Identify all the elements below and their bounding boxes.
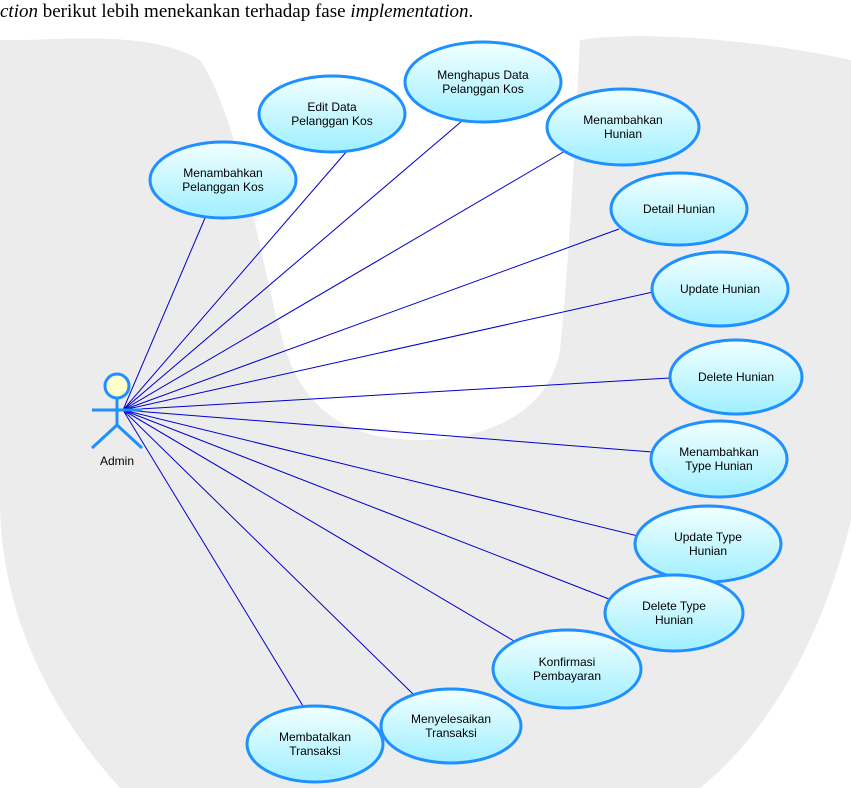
intro-italic-lead: ction	[0, 1, 38, 22]
association-line-edit-data-pelanggan-kos	[122, 150, 348, 411]
association-line-delete-hunian	[122, 377, 671, 411]
use-case-label: Hunian	[604, 127, 642, 141]
use-case-ellipse	[649, 419, 789, 499]
actor-admin: Admin	[90, 372, 144, 468]
use-case-ellipse	[379, 687, 523, 765]
use-case-label: Pelanggan Kos	[291, 114, 372, 128]
uc-update-hunian[interactable]: Update Hunian	[650, 250, 790, 328]
uc-delete-hunian[interactable]: Delete Hunian	[668, 338, 804, 416]
background-watermark	[0, 36, 851, 788]
use-case-ellipse	[245, 704, 385, 784]
use-case-label: Transaksi	[425, 726, 477, 740]
association-line-delete-type-hunian	[122, 409, 610, 600]
use-case-label: Edit Data	[307, 100, 357, 114]
use-case-label: Konfirmasi	[539, 655, 596, 669]
use-case-label: Pelanggan Kos	[182, 180, 263, 194]
use-case-label: Menghapus Data	[437, 68, 529, 82]
association-line-menambahkan-hunian	[122, 150, 566, 411]
association-line-menyelesaikan-transaksi	[122, 409, 414, 695]
intro-text: ction berikut lebih menekankan terhadap …	[0, 0, 851, 24]
actor-head	[103, 372, 131, 400]
association-line-update-hunian	[122, 291, 654, 411]
use-case-label: Menambahkan	[679, 445, 758, 459]
watermark-left-petal	[0, 38, 280, 788]
association-line-detail-hunian	[122, 228, 620, 411]
association-line-update-type-hunian	[122, 409, 639, 537]
intro-middle: berikut lebih menekankan terhadap fase	[38, 1, 351, 22]
use-case-label: Delete Hunian	[698, 370, 774, 384]
use-case-label: Membatalkan	[279, 730, 351, 744]
use-case-ellipse	[257, 74, 407, 154]
actor-left-leg	[90, 423, 119, 450]
use-case-label: Detail Hunian	[643, 202, 715, 216]
association-line-menambahkan-type-hunian	[122, 409, 653, 453]
use-case-label: Transaksi	[289, 744, 341, 758]
use-case-label: Delete Type	[642, 599, 706, 613]
use-case-label: Update Type	[674, 530, 742, 544]
use-case-ellipse	[650, 250, 790, 328]
use-case-label: Pelanggan Kos	[442, 82, 523, 96]
association-line-menambahkan-pelanggan-kos	[122, 217, 206, 411]
use-case-ellipse	[609, 171, 749, 247]
association-line-konfirmasi-pembayaran	[122, 409, 515, 642]
use-case-label: Hunian	[655, 613, 693, 627]
association-line-menghapus-data-pelanggan-kos	[122, 120, 463, 411]
use-case-label: Pembayaran	[533, 669, 601, 683]
actor-right-leg	[115, 423, 144, 450]
use-case-ellipse	[491, 628, 643, 710]
actor-label: Admin	[100, 454, 134, 468]
intro-end: .	[468, 1, 474, 22]
use-case-ellipse	[403, 40, 563, 124]
use-case-label: Type Hunian	[685, 459, 752, 473]
use-case-label: Update Hunian	[680, 282, 760, 296]
association-line-membatalkan-transaksi	[122, 409, 304, 707]
use-case-ellipse	[603, 573, 745, 653]
use-case-label: Menambahkan	[583, 113, 662, 127]
use-case-label: Menyelesaikan	[411, 712, 491, 726]
use-case-ellipse	[668, 338, 804, 416]
use-case-label: Hunian	[689, 544, 727, 558]
use-case-ellipse	[545, 87, 701, 167]
uc-detail-hunian[interactable]: Detail Hunian	[609, 171, 749, 247]
intro-italic-term: implementation	[350, 1, 469, 22]
association-lines	[122, 120, 671, 707]
use-case-ellipse	[148, 140, 298, 220]
watermark-stem	[280, 330, 560, 788]
use-case-label: Menambahkan	[183, 166, 262, 180]
